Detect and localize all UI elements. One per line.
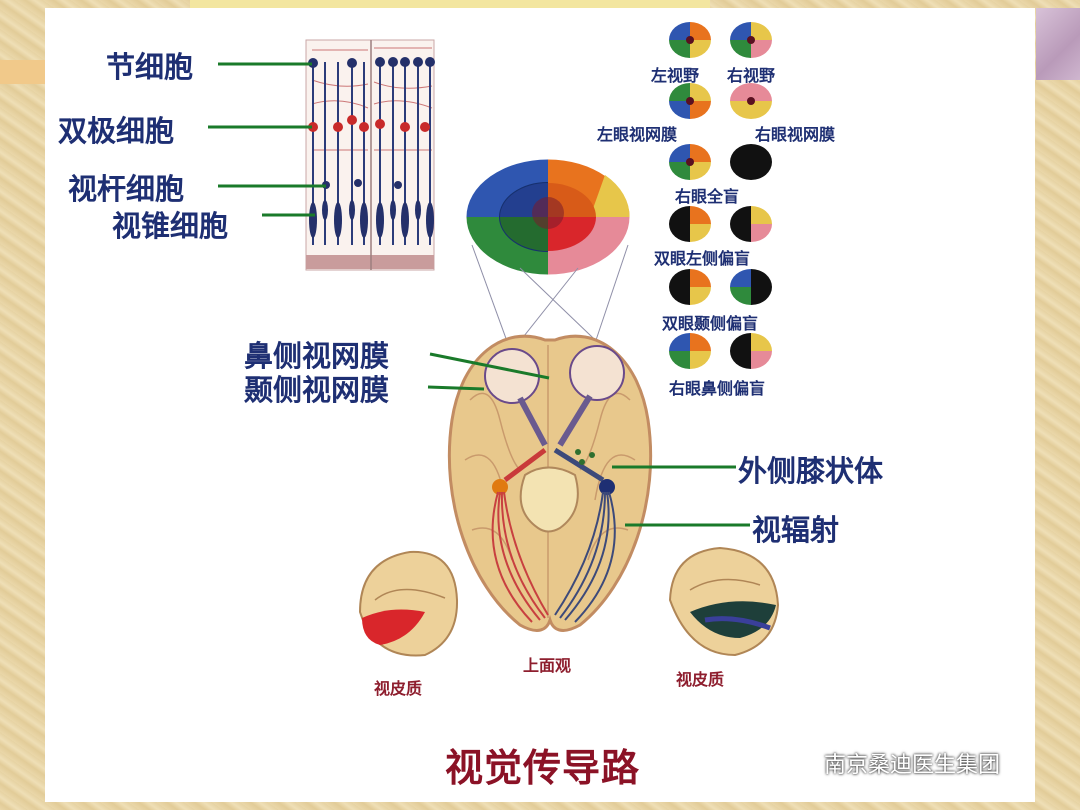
label-cone-cell: 视锥细胞	[112, 203, 228, 245]
legend-right-eye-blind-right	[730, 144, 772, 180]
legend-left-visual-field	[669, 22, 711, 58]
legend-caption-left-field: 左视野	[651, 62, 699, 86]
legend-right-eye-blind-left	[669, 144, 711, 180]
label-bipolar-cell: 双极细胞	[58, 108, 174, 150]
legend-caption-right-retina: 右眼视网膜	[755, 121, 835, 145]
label-lateral-geniculate: 外侧膝状体	[738, 448, 883, 490]
label-top-view: 上面观	[523, 652, 571, 676]
legend-left-hemianopia-left	[669, 206, 711, 242]
legend-caption-left-retina: 左眼视网膜	[597, 121, 677, 145]
legend-caption-left-hemianopia: 双眼左侧偏盲	[654, 245, 750, 269]
label-visual-cortex-right: 视皮质	[676, 666, 724, 690]
slide-title: 视觉传导路	[445, 737, 640, 792]
label-optic-radiation: 视辐射	[752, 507, 839, 549]
visual-cortex-left-inset	[360, 552, 457, 656]
legend-caption-nasal: 右眼鼻侧偏盲	[669, 375, 765, 399]
label-rod-cell: 视杆细胞	[68, 166, 184, 208]
legend-right-visual-field	[730, 22, 772, 58]
legend-caption-right-eye-blind: 右眼全盲	[675, 183, 739, 207]
visual-field-diagram	[467, 160, 630, 275]
legend-bitemporal-right	[730, 269, 772, 305]
legend-caption-bitemporal: 双眼颞侧偏盲	[662, 310, 758, 334]
watermark-text: 南京桑迪医生集团	[824, 747, 1000, 779]
retina-layers-illustration	[306, 40, 435, 270]
legend-nasal-left	[669, 333, 711, 369]
label-visual-cortex-left: 视皮质	[374, 675, 422, 699]
legend-caption-right-field: 右视野	[727, 62, 775, 86]
legend-right-retina	[730, 83, 772, 119]
label-temporal-retina: 颞侧视网膜	[244, 367, 389, 409]
legend-left-retina	[669, 83, 711, 119]
legend-nasal-right	[730, 333, 772, 369]
visual-cortex-right-inset	[670, 548, 778, 655]
watermark: 南京桑迪医生集团	[782, 748, 1000, 778]
legend-left-hemianopia-right	[730, 206, 772, 242]
brain-top-view	[449, 336, 650, 630]
wechat-icon	[782, 750, 816, 776]
label-ganglion-cell: 节细胞	[106, 44, 193, 86]
legend-bitemporal-left	[669, 269, 711, 305]
